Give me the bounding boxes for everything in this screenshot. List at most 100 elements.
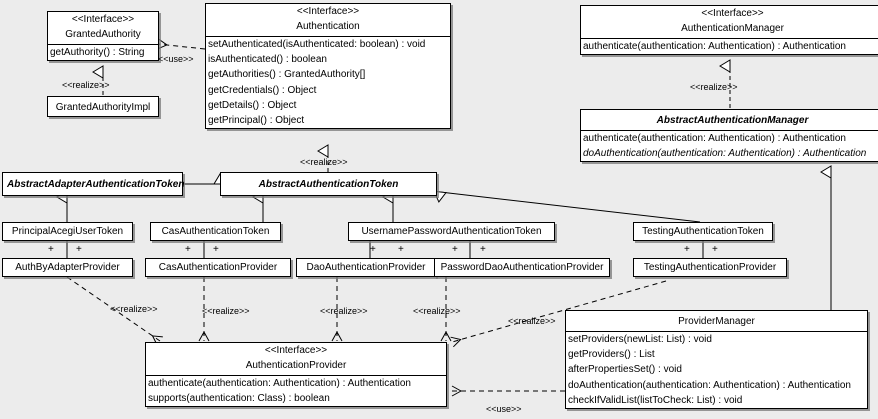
class-header: <<Interface>> AuthenticationProvider bbox=[146, 343, 446, 375]
divider bbox=[48, 44, 158, 45]
class-abstract-adapter-authentication-token[interactable]: AbstractAdapterAuthenticationToken bbox=[2, 172, 185, 196]
class-dao-authentication-provider[interactable]: DaoAuthenticationProvider bbox=[296, 258, 436, 277]
class-name: CasAuthenticationToken bbox=[161, 226, 270, 237]
operation: getPrincipal() : Object bbox=[208, 115, 305, 127]
class-abstract-authentication-token[interactable]: AbstractAuthenticationToken bbox=[220, 172, 437, 196]
visibility-marker: + bbox=[76, 244, 82, 255]
class-auth-by-adapter-provider[interactable]: AuthByAdapterProvider bbox=[2, 258, 133, 277]
visibility-marker: + bbox=[452, 244, 458, 255]
class-header: TestingAuthenticationProvider bbox=[634, 259, 786, 277]
class-name: TestingAuthenticationToken bbox=[642, 226, 764, 237]
class-cas-authentication-provider[interactable]: CasAuthenticationProvider bbox=[145, 258, 291, 277]
operation: setAuthenticated(isAuthenticated: boolea… bbox=[208, 39, 426, 50]
visibility-marker: + bbox=[712, 244, 718, 255]
operations-compartment: authenticate(authentication: Authenticat… bbox=[581, 39, 878, 54]
class-cas-authentication-token[interactable]: CasAuthenticationToken bbox=[150, 222, 281, 241]
class-header: CasAuthenticationProvider bbox=[146, 259, 290, 277]
operation: authenticate(authentication: Authenticat… bbox=[148, 378, 411, 389]
class-name: AuthByAdapterProvider bbox=[15, 262, 120, 273]
class-name: AbstractAuthenticationToken bbox=[258, 179, 399, 190]
operation: getDetails() : Object bbox=[208, 99, 297, 111]
class-principal-acegi-user-token[interactable]: PrincipalAcegiUserToken bbox=[2, 222, 133, 241]
class-username-password-authentication-token[interactable]: UsernamePasswordAuthenticationToken bbox=[348, 222, 555, 241]
operations-compartment: authenticate(authentication: Authenticat… bbox=[146, 376, 446, 406]
class-header: <<Interface>> Authentication bbox=[206, 4, 450, 36]
class-name: AbstractAdapterAuthenticationToken bbox=[7, 179, 185, 190]
label-realize-granted-authority-impl: <<realize>> bbox=[62, 80, 110, 90]
operation: getCredentials() : Object bbox=[208, 84, 317, 96]
label-realize-cas: <<realize>> bbox=[202, 306, 250, 316]
operations-compartment: getAuthority() : String bbox=[48, 45, 158, 60]
visibility-marker: + bbox=[213, 244, 219, 255]
label-realize-authentication-manager: <<realize>> bbox=[690, 82, 738, 92]
class-granted-authority-impl[interactable]: GrantedAuthorityImpl bbox=[47, 96, 159, 117]
visibility-marker: + bbox=[684, 244, 690, 255]
operation: setProviders(newList: List) : void bbox=[568, 334, 712, 345]
operation: authenticate(authentication: Authenticat… bbox=[583, 41, 846, 52]
class-password-dao-authentication-provider[interactable]: PasswordDaoAuthenticationProvider bbox=[434, 258, 610, 277]
edge-generalize-testing-token bbox=[433, 190, 701, 223]
label-realize-testing: <<realize>> bbox=[508, 316, 556, 326]
operation: doAuthentication(authentication: Authent… bbox=[568, 379, 851, 391]
operation: doAuthentication(authentication: Authent… bbox=[583, 148, 867, 160]
class-name: AuthenticationManager bbox=[681, 23, 784, 34]
stereotype: <<Interface>> bbox=[701, 8, 764, 19]
operation: afterPropertiesSet() : void bbox=[568, 364, 682, 376]
class-header: ProviderManager bbox=[566, 311, 867, 331]
class-name: UsernamePasswordAuthenticationToken bbox=[361, 226, 542, 237]
label-realize-dao: <<realize>> bbox=[320, 306, 368, 316]
class-header: AbstractAuthenticationManager bbox=[581, 110, 878, 130]
class-authentication-manager[interactable]: <<Interface>> AuthenticationManager auth… bbox=[580, 5, 878, 56]
class-header: TestingAuthenticationToken bbox=[634, 223, 772, 241]
class-name: GrantedAuthority bbox=[65, 29, 141, 40]
operation: isAuthenticated() : boolean bbox=[208, 54, 327, 66]
class-name: Authentication bbox=[296, 21, 360, 32]
class-authentication[interactable]: <<Interface>> Authentication setAuthenti… bbox=[205, 3, 451, 130]
class-granted-authority[interactable]: <<Interface>> GrantedAuthority getAuthor… bbox=[47, 11, 159, 62]
label-realize-auth-by-adapter: <<realize>> bbox=[110, 304, 158, 314]
class-header: GrantedAuthorityImpl bbox=[48, 97, 158, 117]
class-abstract-authentication-manager[interactable]: AbstractAuthenticationManager authentica… bbox=[580, 109, 878, 163]
class-header: AbstractAdapterAuthenticationToken bbox=[3, 173, 185, 194]
class-name: CasAuthenticationProvider bbox=[158, 262, 278, 273]
divider bbox=[581, 130, 878, 131]
class-name: PrincipalAcegiUserToken bbox=[11, 226, 124, 237]
class-provider-manager[interactable]: ProviderManager setProviders(newList: Li… bbox=[565, 310, 868, 410]
class-testing-authentication-token[interactable]: TestingAuthenticationToken bbox=[633, 222, 773, 241]
operation: getProviders() : List bbox=[568, 349, 655, 361]
class-name: PasswordDaoAuthenticationProvider bbox=[440, 262, 604, 273]
label-realize-password-dao: <<realize>> bbox=[413, 306, 461, 316]
class-name: ProviderManager bbox=[678, 316, 755, 327]
class-header: <<Interface>> GrantedAuthority bbox=[48, 12, 158, 44]
class-name: GrantedAuthorityImpl bbox=[55, 102, 151, 113]
divider bbox=[566, 331, 867, 332]
class-header: UsernamePasswordAuthenticationToken bbox=[349, 223, 554, 241]
class-testing-authentication-provider[interactable]: TestingAuthenticationProvider bbox=[633, 258, 787, 277]
class-header: PasswordDaoAuthenticationProvider bbox=[435, 259, 609, 277]
divider bbox=[146, 375, 446, 376]
visibility-marker: + bbox=[370, 244, 376, 255]
class-header: PrincipalAcegiUserToken bbox=[3, 223, 132, 241]
visibility-marker: + bbox=[48, 244, 54, 255]
divider bbox=[581, 38, 878, 39]
stereotype: <<Interface>> bbox=[296, 6, 360, 17]
operations-compartment: authenticate(authentication: Authenticat… bbox=[581, 131, 878, 161]
edge-use-granted-authority bbox=[158, 44, 206, 50]
class-header: <<Interface>> AuthenticationManager bbox=[581, 6, 878, 38]
visibility-marker: + bbox=[185, 244, 191, 255]
label-use-provider-manager: <<use>> bbox=[486, 404, 522, 414]
stereotype: <<Interface>> bbox=[264, 345, 328, 356]
class-name: AuthenticationProvider bbox=[245, 360, 347, 371]
class-authentication-provider[interactable]: <<Interface>> AuthenticationProvider aut… bbox=[145, 342, 447, 408]
class-name: TestingAuthenticationProvider bbox=[643, 262, 777, 273]
visibility-marker: + bbox=[398, 244, 404, 255]
divider bbox=[206, 36, 450, 37]
operations-compartment: setProviders(newList: List) : void getPr… bbox=[566, 332, 867, 408]
class-header: CasAuthenticationToken bbox=[151, 223, 280, 241]
operation: getAuthority() : String bbox=[50, 47, 145, 58]
stereotype: <<Interface>> bbox=[71, 14, 135, 25]
class-name: AbstractAuthenticationManager bbox=[656, 115, 809, 126]
operation: checkIfValidList(listToCheck: List) : vo… bbox=[568, 394, 743, 406]
operation: getAuthorities() : GrantedAuthority[] bbox=[208, 69, 366, 81]
